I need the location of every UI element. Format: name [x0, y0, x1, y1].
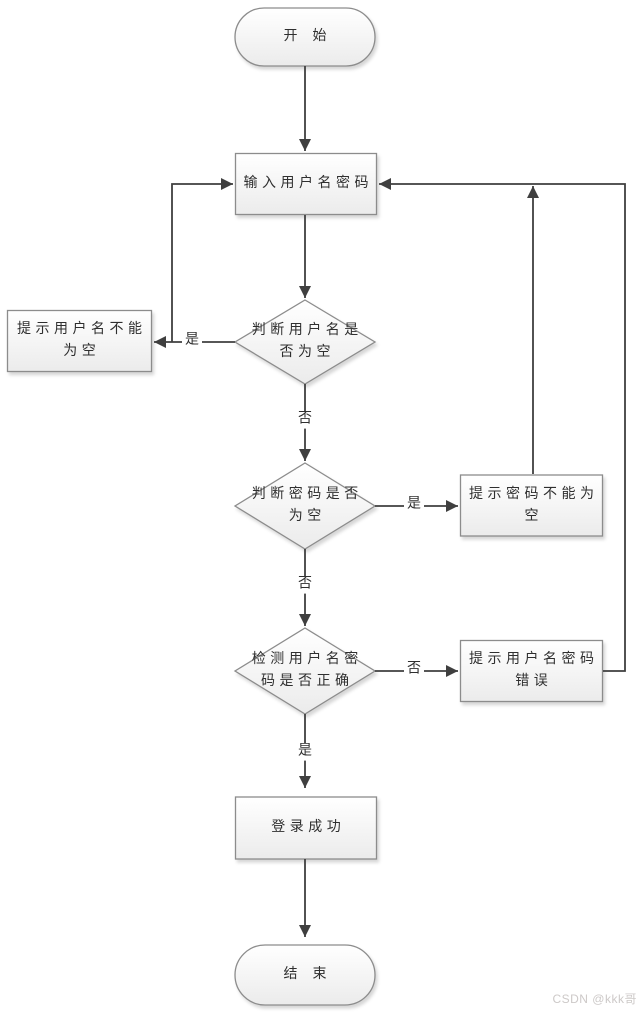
check-credentials-correct-decision-text: 检测用户名密码是否正确: [251, 652, 363, 689]
check-username-empty-decision-label: 判断用户名是否为空: [245, 299, 365, 385]
edge-prompt-credentials-return-to-input: [379, 178, 626, 672]
check-password-empty-decision-label: 判断密码是否为空: [245, 463, 365, 549]
prompt-username-empty-node-text: 提示用户名不能为空: [17, 322, 147, 359]
prompt-password-empty-node-text: 提示密码不能为空: [469, 487, 599, 524]
edge-prompt-username-return-to-input: [171, 178, 233, 342]
edge-label-credentials-ok-yes: 是: [295, 743, 315, 761]
prompt-password-empty-node-shape: [459, 474, 604, 537]
edge-label-username-empty-yes: 是: [182, 332, 202, 350]
prompt-username-empty-node-shape: [6, 309, 153, 373]
csdn-watermark: CSDN @kkk哥: [552, 992, 637, 1006]
check-credentials-correct-decision-label: 检测用户名密码是否正确: [245, 628, 365, 714]
end-node-text: 结束: [283, 967, 342, 983]
input-credentials-node-text: 输入用户名密码: [243, 176, 373, 192]
start-node-label: 开始: [235, 8, 375, 66]
edge-label-password-empty-yes: 是: [404, 496, 424, 514]
check-username-empty-decision-text: 判断用户名是否为空: [251, 323, 363, 360]
input-credentials-node-shape: [234, 152, 378, 216]
prompt-username-empty-node-label: 提示用户名不能为空: [7, 310, 152, 372]
start-node-text: 开始: [283, 29, 342, 45]
end-node-label: 结束: [235, 945, 375, 1005]
login-success-node-shape: [234, 796, 378, 860]
edge-label-password-empty-no: 否: [295, 576, 315, 594]
prompt-password-empty-node-label: 提示密码不能为空: [460, 475, 603, 537]
login-success-node-label: 登录成功: [236, 797, 376, 859]
prompt-credentials-wrong-node-label: 提示用户名密码错误: [460, 640, 603, 702]
input-credentials-node-label: 输入用户名密码: [236, 153, 376, 215]
end-node-shape: [234, 944, 376, 1006]
prompt-credentials-wrong-node-shape: [459, 639, 604, 703]
edge-label-username-empty-no: 否: [295, 411, 315, 429]
login-success-node-text: 登录成功: [271, 820, 346, 836]
prompt-credentials-wrong-node-text: 提示用户名密码错误: [469, 652, 599, 689]
edge-label-credentials-wrong-no: 否: [404, 661, 424, 679]
check-password-empty-decision-text: 判断密码是否为空: [251, 487, 363, 524]
